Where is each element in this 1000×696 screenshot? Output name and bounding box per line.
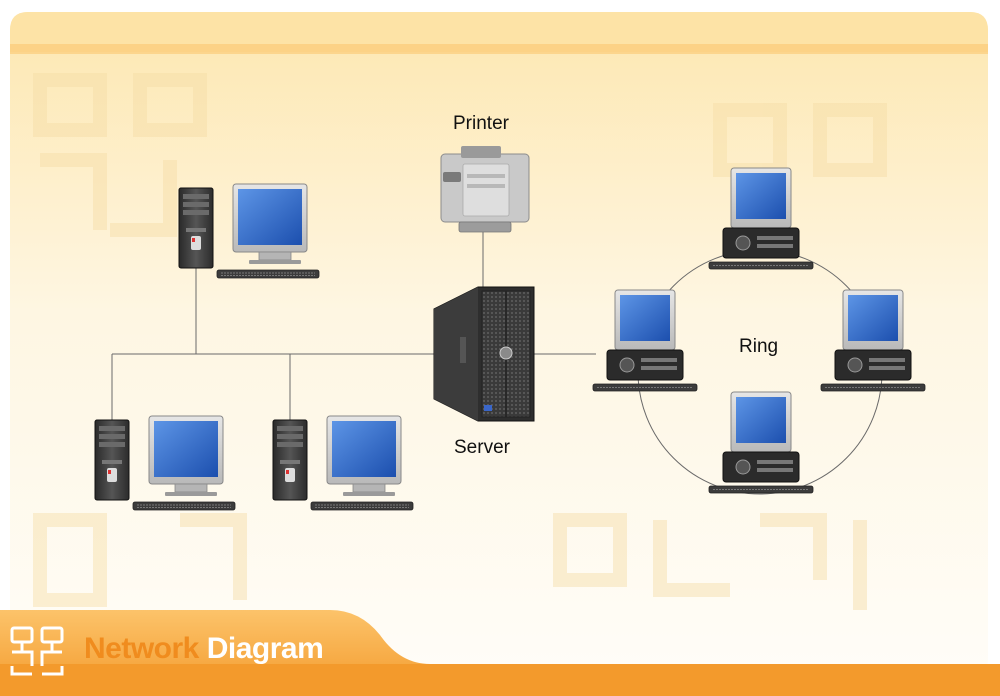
server-label: Server xyxy=(454,437,510,458)
footer-title: Network Diagram xyxy=(84,632,324,666)
printer-icon xyxy=(440,146,530,233)
logo-icon xyxy=(10,626,64,676)
printer-label: Printer xyxy=(453,113,509,134)
watermark-logo-shapes xyxy=(33,73,887,610)
bus-connections xyxy=(111,232,596,423)
footer-title-word1: Network xyxy=(84,632,199,665)
server-icon xyxy=(433,286,535,422)
ring-label: Ring xyxy=(739,336,779,357)
footer-title-word2: Diagram xyxy=(206,632,324,665)
